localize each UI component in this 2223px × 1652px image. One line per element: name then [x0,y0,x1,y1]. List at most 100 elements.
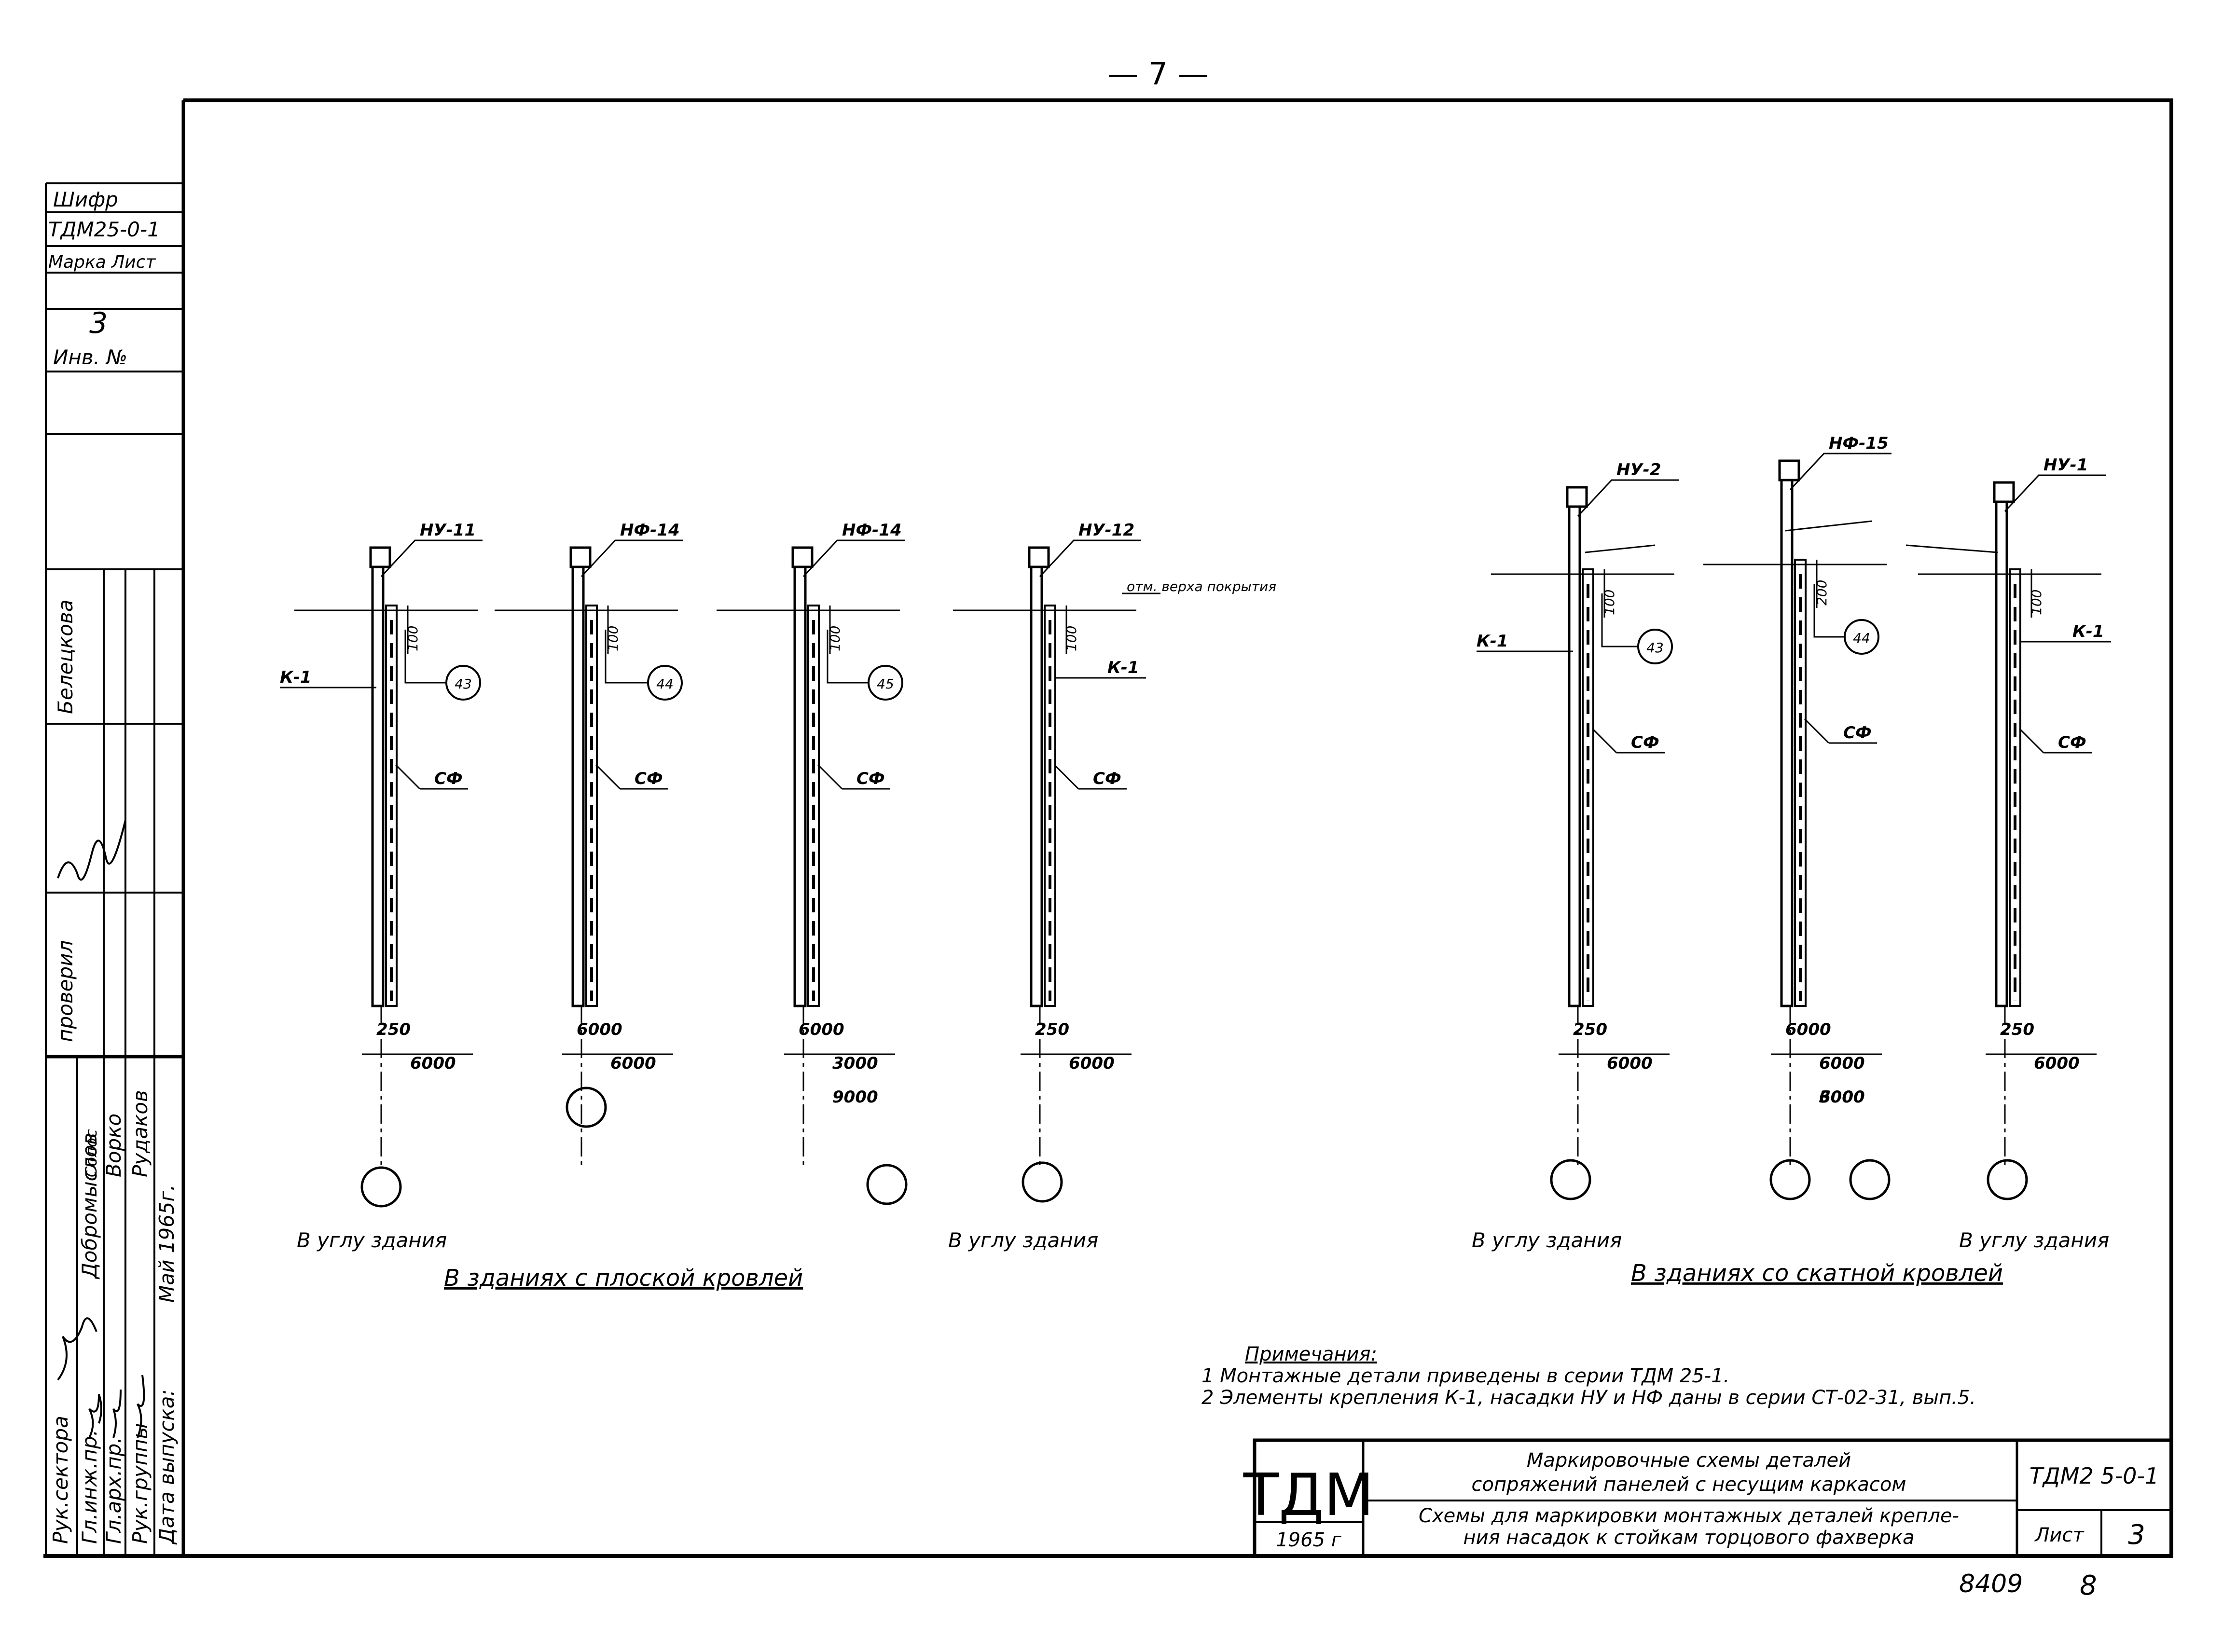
cap-plate [1993,481,2015,503]
grid-axis-circle [1550,1159,1591,1200]
dim-b-label: 6000 [610,1054,656,1073]
gap-label: 100 [827,626,843,651]
mark-label: НУ-11 [420,521,476,540]
title-line-1: Маркировочные схемы деталей [1527,1449,1851,1472]
stamp-code-value: ТДМ25-0-1 [48,218,160,241]
name-5: Май 1965г. [155,1184,179,1303]
sf-leader [595,764,621,790]
role-1: Рук.сектора [49,1416,72,1544]
title-line-2: сопряжений панелей с несущим каркасом [1472,1473,1906,1496]
sheet-number: 8 [2080,1570,2097,1601]
node-leader [404,630,446,684]
node-label: 43 [455,676,472,692]
sf-leader [1804,718,1830,744]
column-post [371,546,385,1007]
sf-label: СФ [1093,769,1121,788]
mark-label: НУ-1 [2044,455,2088,475]
title-sheet-label: Лист [2034,1524,2085,1546]
cap-plate [569,546,592,568]
cap-plate [791,546,814,568]
k1-label: К-1 [1477,632,1508,651]
cap-plate [369,546,391,568]
mark-label: НФ-14 [620,521,680,540]
k1-label: К-1 [1107,658,1139,677]
mark-label: НФ-15 [1829,434,1889,453]
dim-c-label: 9000 [832,1088,878,1107]
sf-label: СФ [434,769,463,788]
sf-leader [395,764,421,790]
sf-leader [817,764,843,790]
node-circle [1844,619,1879,655]
side-stamp [45,182,183,1556]
pitched-corner-right: В углу здания [1959,1228,2109,1252]
handwritten-signatures [57,820,145,1438]
name-2: Солос [82,1129,100,1177]
grid-axis-circle [1849,1159,1891,1200]
column-post [1995,481,2008,1007]
role-4: Рук.группы [128,1423,152,1544]
sf-leader [2018,728,2044,754]
mark-label: НУ-2 [1616,460,1661,480]
sf-label: СФ [1843,723,1872,743]
gap-label: 100 [605,626,621,651]
dim-a-label: 250 [2000,1020,2034,1039]
subtitle-line-2: ния насадок к стойкам торцового фахверка [1463,1527,1914,1549]
grid-axis-circle [1987,1159,2028,1200]
sf-label: СФ [2058,733,2086,752]
roof-slope [1785,520,1873,532]
flat-corner-left: В углу здания [297,1228,447,1252]
sf-label: СФ [635,769,663,788]
stamp-inv-label: Инв. № [53,345,127,369]
check-1: Белецкова [54,600,77,714]
dim-b-label: 6000 [1069,1054,1115,1073]
title-block [1253,1438,2173,1558]
grid-axis-circle [360,1166,402,1208]
mark-leader [580,539,683,578]
dim-b-label: 6000 [410,1054,456,1073]
cap-plate [1028,546,1050,568]
grid-axis-circle [1022,1161,1063,1203]
gap-label: 100 [1602,590,1617,615]
mark-leader [380,539,483,578]
role-5: Дата выпуска: [155,1389,179,1545]
wall-panel [385,605,398,1007]
node-leader [1601,593,1638,647]
column-post [1780,459,1794,1007]
pitched-heading: В зданиях со скатной кровлей [1631,1260,2003,1287]
node-label: 45 [877,676,894,692]
level-label: отм. верха покрытия [1127,578,1276,594]
flat-corner-right: В углу здания [948,1228,1098,1252]
title-logo: ТДМ [1243,1462,1374,1529]
sf-label: СФ [1631,733,1659,752]
gap-label: 200 [1814,580,1830,606]
name-4: Рудаков [128,1090,152,1177]
grid-axis-circle [866,1164,908,1205]
node-leader [827,630,869,684]
gap-label: 100 [405,626,421,651]
wall-panel [2009,568,2021,1007]
dim-c-label: 6000 [1819,1088,1865,1107]
roof-slope [1585,544,1656,553]
dim-d-label: 3000 [1819,1088,1865,1107]
k1-label: К-1 [2072,622,2104,641]
pitched-corner-left: В углу здания [1472,1228,1622,1252]
stamp-code-label: Шифр [53,188,118,211]
dim-b-label: 6000 [1819,1054,1865,1073]
name-3: Ворко [102,1114,125,1177]
wall-panel [1794,559,1807,1007]
grid-axis-circle [1769,1159,1811,1200]
column-post [793,546,807,1007]
archive-number: 8409 [1959,1569,2023,1598]
gap-label: 100 [2029,590,2044,615]
gap-label: 100 [1063,626,1079,651]
dim-a-label: 250 [1035,1020,1069,1039]
sf-label: СФ [856,769,885,788]
wall-panel [1044,605,1056,1007]
note-2: 2 Элементы крепления К-1, насадки НУ и Н… [1201,1387,1976,1409]
mark-label: НУ-12 [1078,521,1134,540]
column-post [1568,486,1581,1007]
note-1: 1 Монтажные детали приведены в серии ТДМ… [1201,1365,1729,1387]
mark-label: НФ-14 [842,521,902,540]
dim-b-label: 6000 [1607,1054,1653,1073]
